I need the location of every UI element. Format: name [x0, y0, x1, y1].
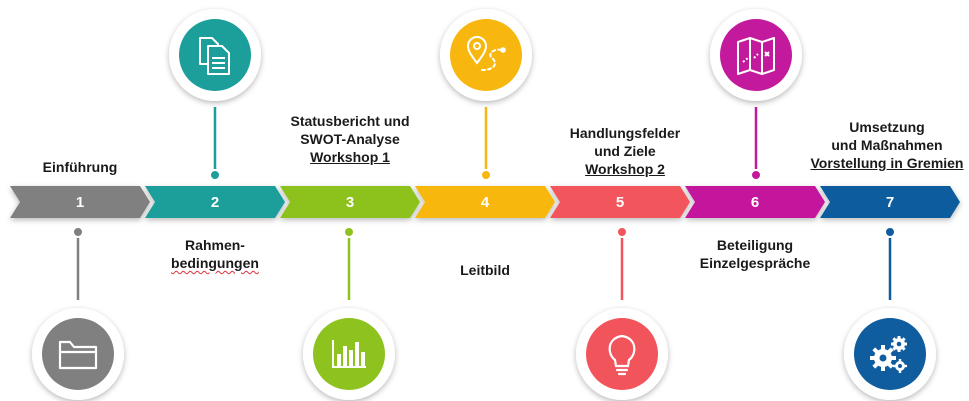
connector-dot-6 [750, 169, 762, 181]
step-arrow-4 [415, 186, 555, 218]
step-4-label: Leitbild [460, 262, 510, 278]
step-1-label: Einführung [42, 159, 118, 175]
step-7-icon-badge [844, 308, 936, 400]
step-7-label: Umsetzung und Maßnahmen Vorstellung in G… [810, 119, 964, 171]
documents-icon [199, 37, 230, 75]
step-number-6: 6 [751, 194, 759, 211]
map-pin-route-icon [466, 36, 506, 71]
step-number-3: 3 [346, 194, 354, 211]
step-arrow-1 [10, 186, 150, 218]
gears-icon [870, 336, 907, 373]
step-6-icon-badge [710, 9, 802, 101]
step-number-4: 4 [481, 194, 490, 211]
step-3-icon-badge [303, 308, 395, 400]
step-numbers: 1 2 3 4 5 6 7 [76, 194, 894, 211]
step-number-7: 7 [886, 194, 894, 211]
arrow-band [10, 186, 960, 218]
step-number-1: 1 [76, 194, 84, 211]
connector-dot-3 [343, 226, 355, 238]
connector-dot-5 [616, 226, 628, 238]
lightbulb-icon [608, 334, 636, 376]
bar-chart-icon [332, 340, 366, 368]
connector-dot-4 [480, 169, 492, 181]
step-arrow-6 [685, 186, 825, 218]
step-4-icon-badge [440, 9, 532, 101]
connectors [72, 107, 896, 300]
step-arrow-2 [145, 186, 285, 218]
step-2-icon-badge [169, 9, 261, 101]
connector-dot-2 [209, 169, 221, 181]
step-number-5: 5 [616, 194, 624, 211]
connector-dot-7 [884, 226, 896, 238]
step-5-label: Handlungsfelder und Ziele Workshop 2 [569, 125, 681, 177]
step-1-icon-badge [32, 308, 124, 400]
step-2-label: Rahmen- bedingungen [171, 237, 259, 271]
folder-icon [58, 340, 98, 370]
step-arrow-7 [820, 186, 960, 218]
map-icon [737, 37, 775, 75]
step-6-label: Beteiligung Einzelgespräche [699, 237, 811, 271]
step-arrow-3 [280, 186, 420, 218]
step-3-label: Statusbericht und SWOT-Analyse Workshop … [290, 113, 410, 165]
step-5-icon-badge [576, 308, 668, 400]
step-number-2: 2 [211, 194, 219, 211]
step-arrow-5 [550, 186, 690, 218]
connector-dot-1 [72, 226, 84, 238]
